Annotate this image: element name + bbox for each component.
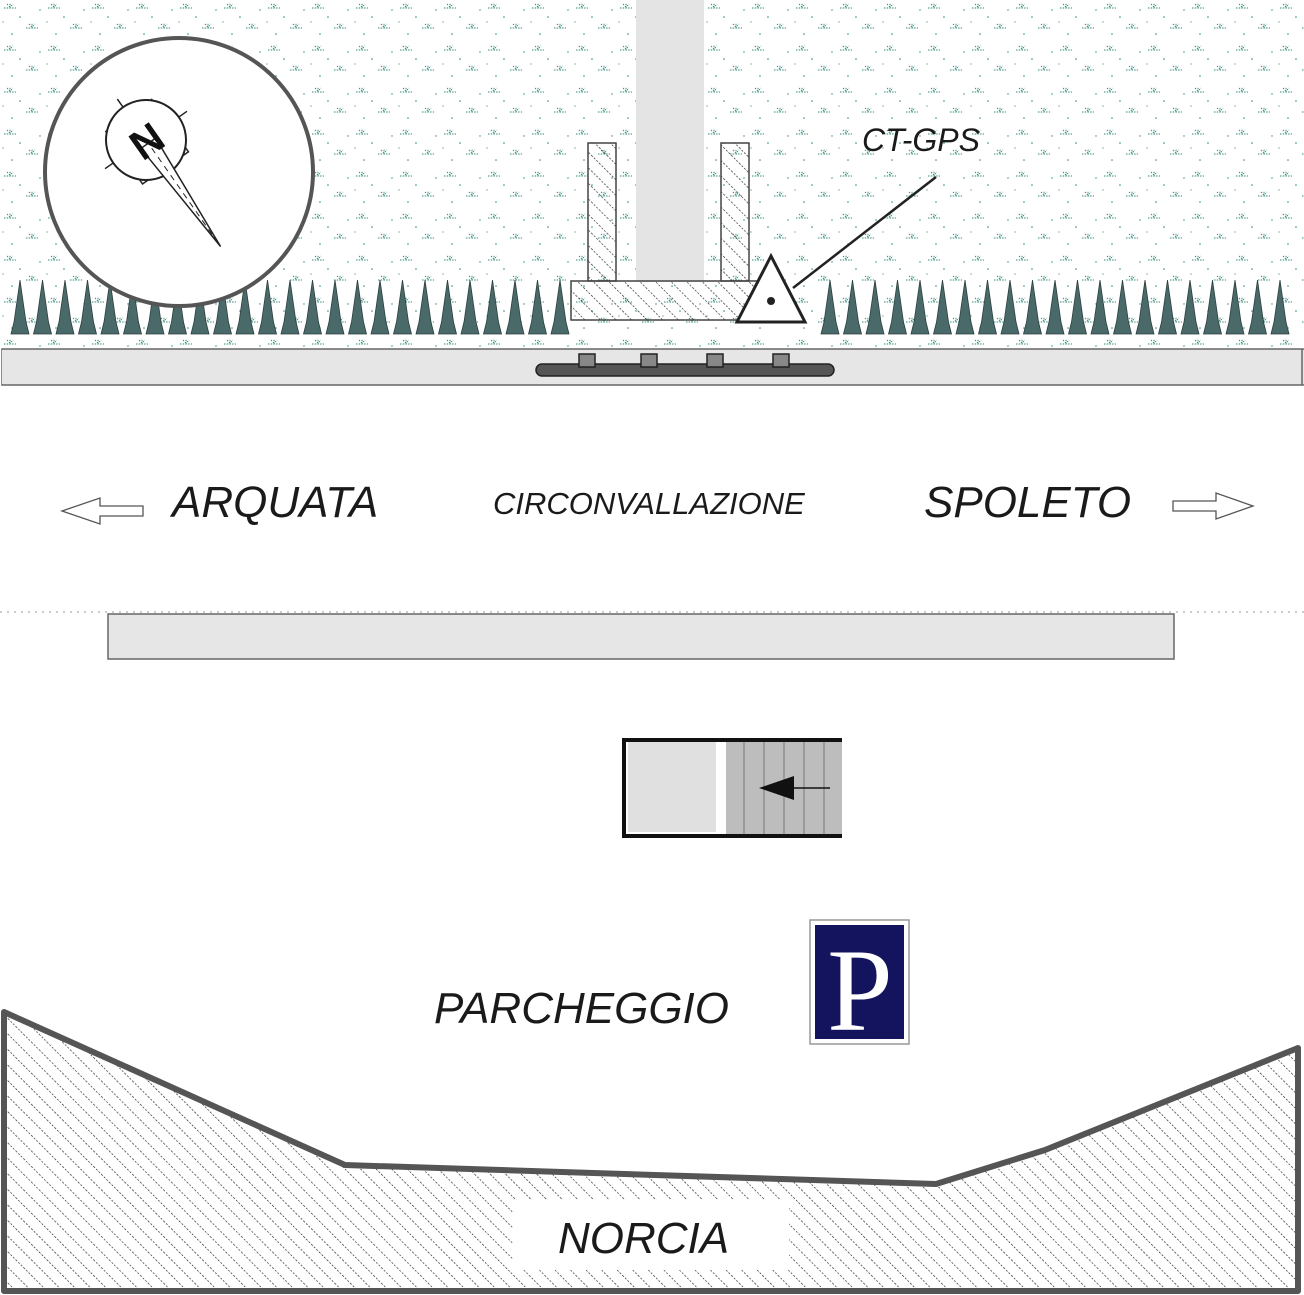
tree <box>145 279 165 335</box>
norcia-label: NORCIA <box>558 1214 729 1263</box>
triangle-station-icon <box>734 176 937 324</box>
tree <box>1045 279 1065 335</box>
parking-label: PARCHEGGIO <box>434 984 729 1033</box>
tree <box>865 279 885 335</box>
tree <box>437 279 458 335</box>
road-strip-south <box>107 613 1175 660</box>
tree <box>302 279 323 335</box>
tree <box>842 279 863 335</box>
tree <box>955 279 975 335</box>
road-label: CIRCONVALLAZIONE <box>493 486 805 521</box>
tree <box>77 279 98 335</box>
building-base <box>570 280 772 321</box>
norcia-label-box <box>513 1200 789 1270</box>
tree <box>1202 279 1223 335</box>
parking-sign-icon: P <box>809 919 910 1056</box>
compass-north-icon: N <box>43 36 315 308</box>
tree <box>1022 279 1043 335</box>
tree <box>977 279 998 335</box>
tree <box>460 279 480 335</box>
tree <box>55 279 75 335</box>
arquata-label: ARQUATA <box>169 478 378 527</box>
stairs-icon <box>622 738 842 838</box>
tree <box>505 279 525 335</box>
gate-barrier <box>535 353 835 377</box>
tree-row <box>10 279 1290 335</box>
tree <box>212 279 233 335</box>
tree <box>10 279 30 335</box>
tree <box>887 279 908 335</box>
tree <box>235 279 255 335</box>
tree <box>1112 279 1133 335</box>
tree <box>370 279 390 335</box>
tree <box>482 279 503 335</box>
tree <box>1270 279 1290 335</box>
tree <box>932 279 953 335</box>
tree <box>280 279 300 335</box>
tree <box>1000 279 1020 335</box>
building-wall-left <box>587 142 617 282</box>
tree <box>1247 279 1268 335</box>
tree <box>190 279 210 335</box>
tree <box>392 279 413 335</box>
tree <box>1180 279 1200 335</box>
tree <box>415 279 435 335</box>
tree <box>257 279 278 335</box>
spoleto-label: SPOLETO <box>924 478 1131 527</box>
tree <box>820 279 840 335</box>
tree <box>550 279 570 335</box>
tree <box>1225 279 1245 335</box>
tree <box>1067 279 1088 335</box>
tree <box>527 279 548 335</box>
tree <box>100 279 120 335</box>
building-wall-right <box>720 142 750 282</box>
station-label: CT-GPS <box>862 122 980 158</box>
tree <box>347 279 368 335</box>
tree <box>1090 279 1110 335</box>
norcia-area <box>1 1009 1301 1294</box>
arrow-right-icon <box>1172 492 1255 520</box>
tree <box>910 279 930 335</box>
tree <box>122 279 143 335</box>
north-path <box>636 0 704 282</box>
parking-sign-letter: P <box>827 925 893 1056</box>
arrow-left-icon <box>59 497 144 525</box>
tree <box>32 279 53 335</box>
tree <box>1157 279 1178 335</box>
tree <box>1135 279 1155 335</box>
tree <box>325 279 345 335</box>
